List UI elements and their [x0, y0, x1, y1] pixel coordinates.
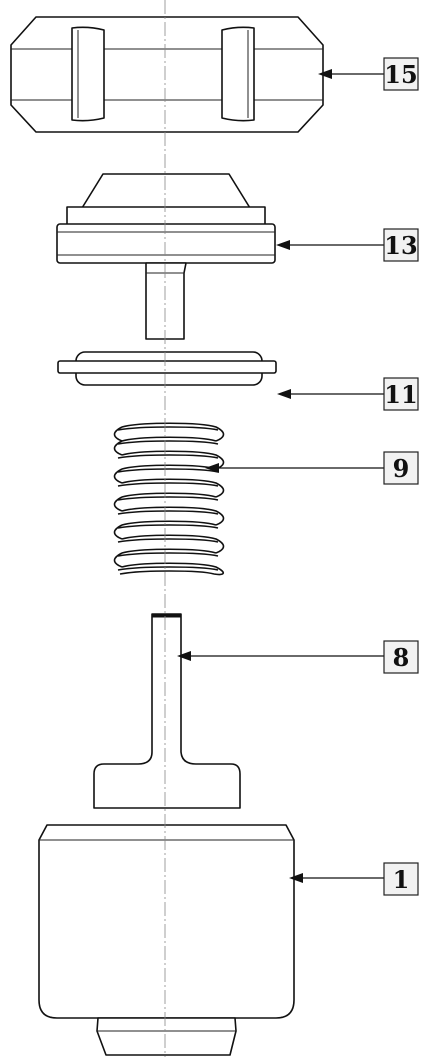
part-8-valve-stem	[93, 613, 241, 809]
part-13-bonnet	[56, 173, 276, 340]
callout-11: 11	[277, 377, 419, 411]
callout-1-label: 1	[393, 865, 410, 894]
callout-8-label: 8	[393, 643, 410, 672]
part-11-gasket	[57, 351, 277, 386]
callout-13-label: 13	[384, 231, 417, 260]
callout-1: 1	[289, 862, 419, 896]
part-1-body	[38, 824, 295, 1056]
part-9-spring	[113, 422, 225, 576]
callout-9: 9	[205, 451, 419, 485]
part-15-cap	[10, 16, 324, 133]
callout-15: 15	[318, 57, 419, 91]
callout-11-label: 11	[384, 380, 417, 409]
callout-15-label: 15	[384, 60, 417, 89]
callout-9-label: 9	[393, 454, 410, 483]
callout-8: 8	[177, 640, 419, 674]
callout-13: 13	[276, 228, 419, 262]
